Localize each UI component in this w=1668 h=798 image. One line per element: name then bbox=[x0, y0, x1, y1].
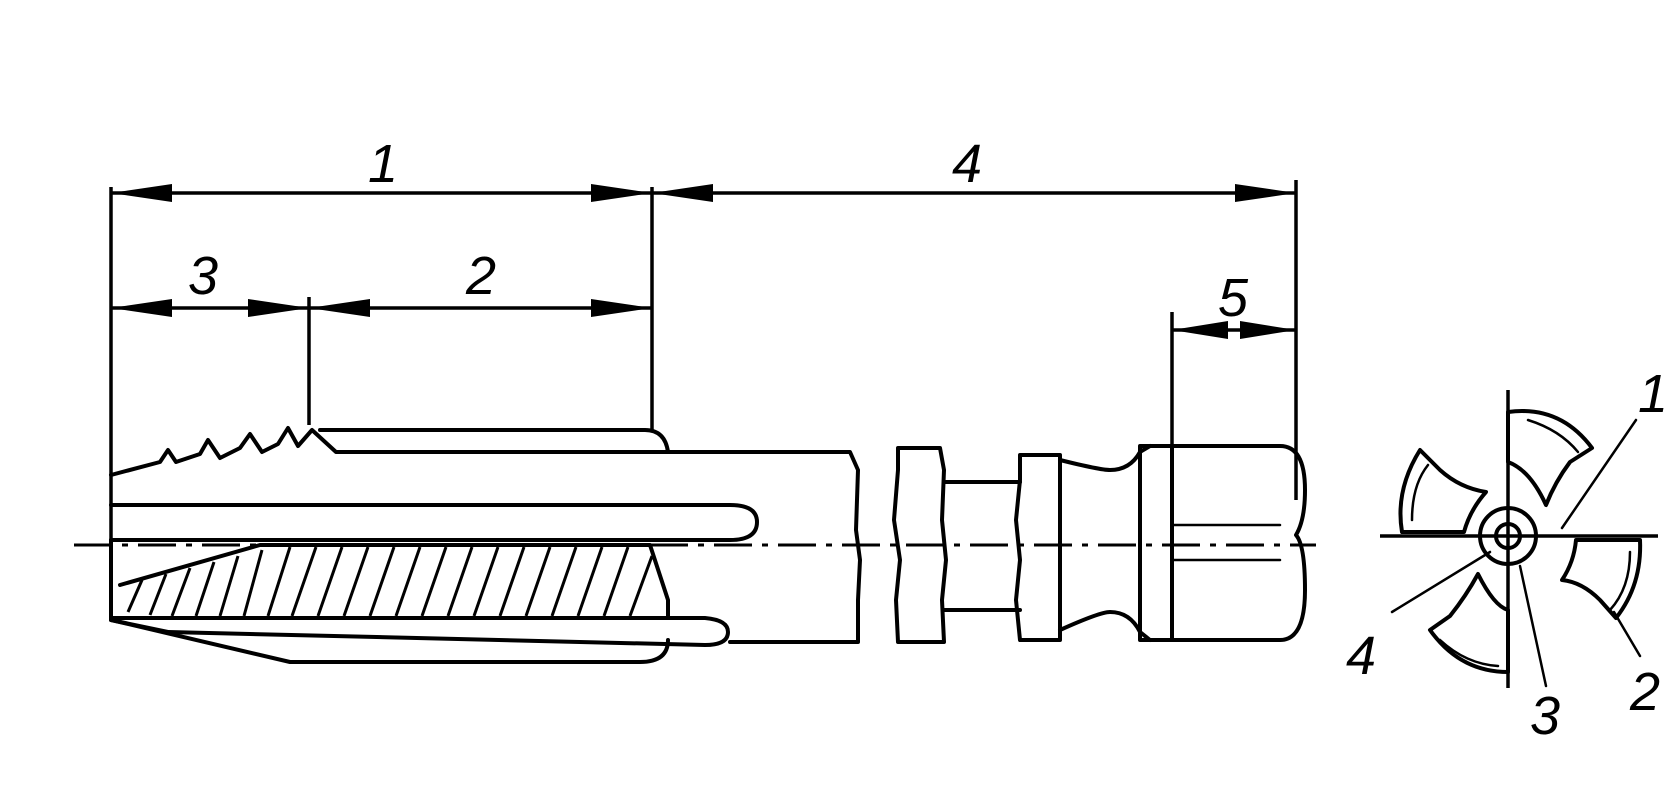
arrow-1-right bbox=[591, 184, 652, 202]
shank-segment bbox=[892, 446, 948, 644]
body-bottom-edge bbox=[109, 538, 670, 664]
arrow-3-left bbox=[111, 299, 172, 317]
end-view-label-4: 4 bbox=[1346, 626, 1376, 686]
label-dim-5: 5 bbox=[1218, 268, 1249, 328]
land-left-inner bbox=[1410, 463, 1430, 522]
land-top-inner bbox=[1526, 418, 1580, 454]
arrow-5-left bbox=[1172, 321, 1228, 339]
tip-line bbox=[109, 618, 170, 634]
square-drive-facets bbox=[1170, 523, 1282, 562]
thread-zone-outline bbox=[118, 543, 670, 620]
core-outer-circle bbox=[1478, 506, 1538, 566]
leader-3 bbox=[1518, 564, 1548, 688]
flute-groove-upper bbox=[109, 503, 759, 542]
core-inner-circle bbox=[1494, 522, 1522, 550]
land-top bbox=[1506, 409, 1594, 507]
arrow-4-right bbox=[1235, 184, 1296, 202]
end-view-label-2: 2 bbox=[1629, 662, 1660, 722]
end-view-label-3: 3 bbox=[1530, 686, 1560, 746]
land-right-inner bbox=[1608, 550, 1632, 612]
chamfer-teeth-top bbox=[109, 426, 670, 477]
arrow-2-left bbox=[309, 299, 370, 317]
label-dim-1: 1 bbox=[368, 134, 398, 194]
square-drive bbox=[1138, 444, 1307, 642]
flute-groove-lower bbox=[109, 616, 730, 647]
neck-curve bbox=[1058, 444, 1152, 642]
end-view-label-1: 1 bbox=[1638, 364, 1668, 424]
arrow-2-right bbox=[591, 299, 652, 317]
arrow-1-left bbox=[111, 184, 172, 202]
dimension-lines bbox=[109, 180, 1298, 640]
arrow-3-right bbox=[248, 299, 309, 317]
body-top-edge bbox=[318, 428, 670, 454]
arrow-4-left bbox=[652, 184, 713, 202]
land-right bbox=[1560, 538, 1643, 620]
leader-2 bbox=[1612, 610, 1642, 658]
neck-section bbox=[666, 450, 862, 644]
tap-end-view: 1 2 3 4 bbox=[1346, 364, 1668, 746]
land-bottom bbox=[1428, 572, 1510, 674]
label-dim-3: 3 bbox=[188, 246, 218, 306]
label-dim-2: 2 bbox=[465, 246, 496, 306]
tap-side-view bbox=[74, 426, 1316, 664]
leader-1 bbox=[1560, 418, 1638, 530]
label-dim-4: 4 bbox=[952, 134, 982, 194]
leader-4 bbox=[1390, 550, 1492, 614]
thread-hatching bbox=[126, 546, 654, 617]
land-left bbox=[1398, 448, 1488, 534]
land-bottom-inner bbox=[1438, 638, 1500, 668]
arrow-5-right bbox=[1240, 321, 1296, 339]
collar bbox=[1014, 453, 1062, 642]
